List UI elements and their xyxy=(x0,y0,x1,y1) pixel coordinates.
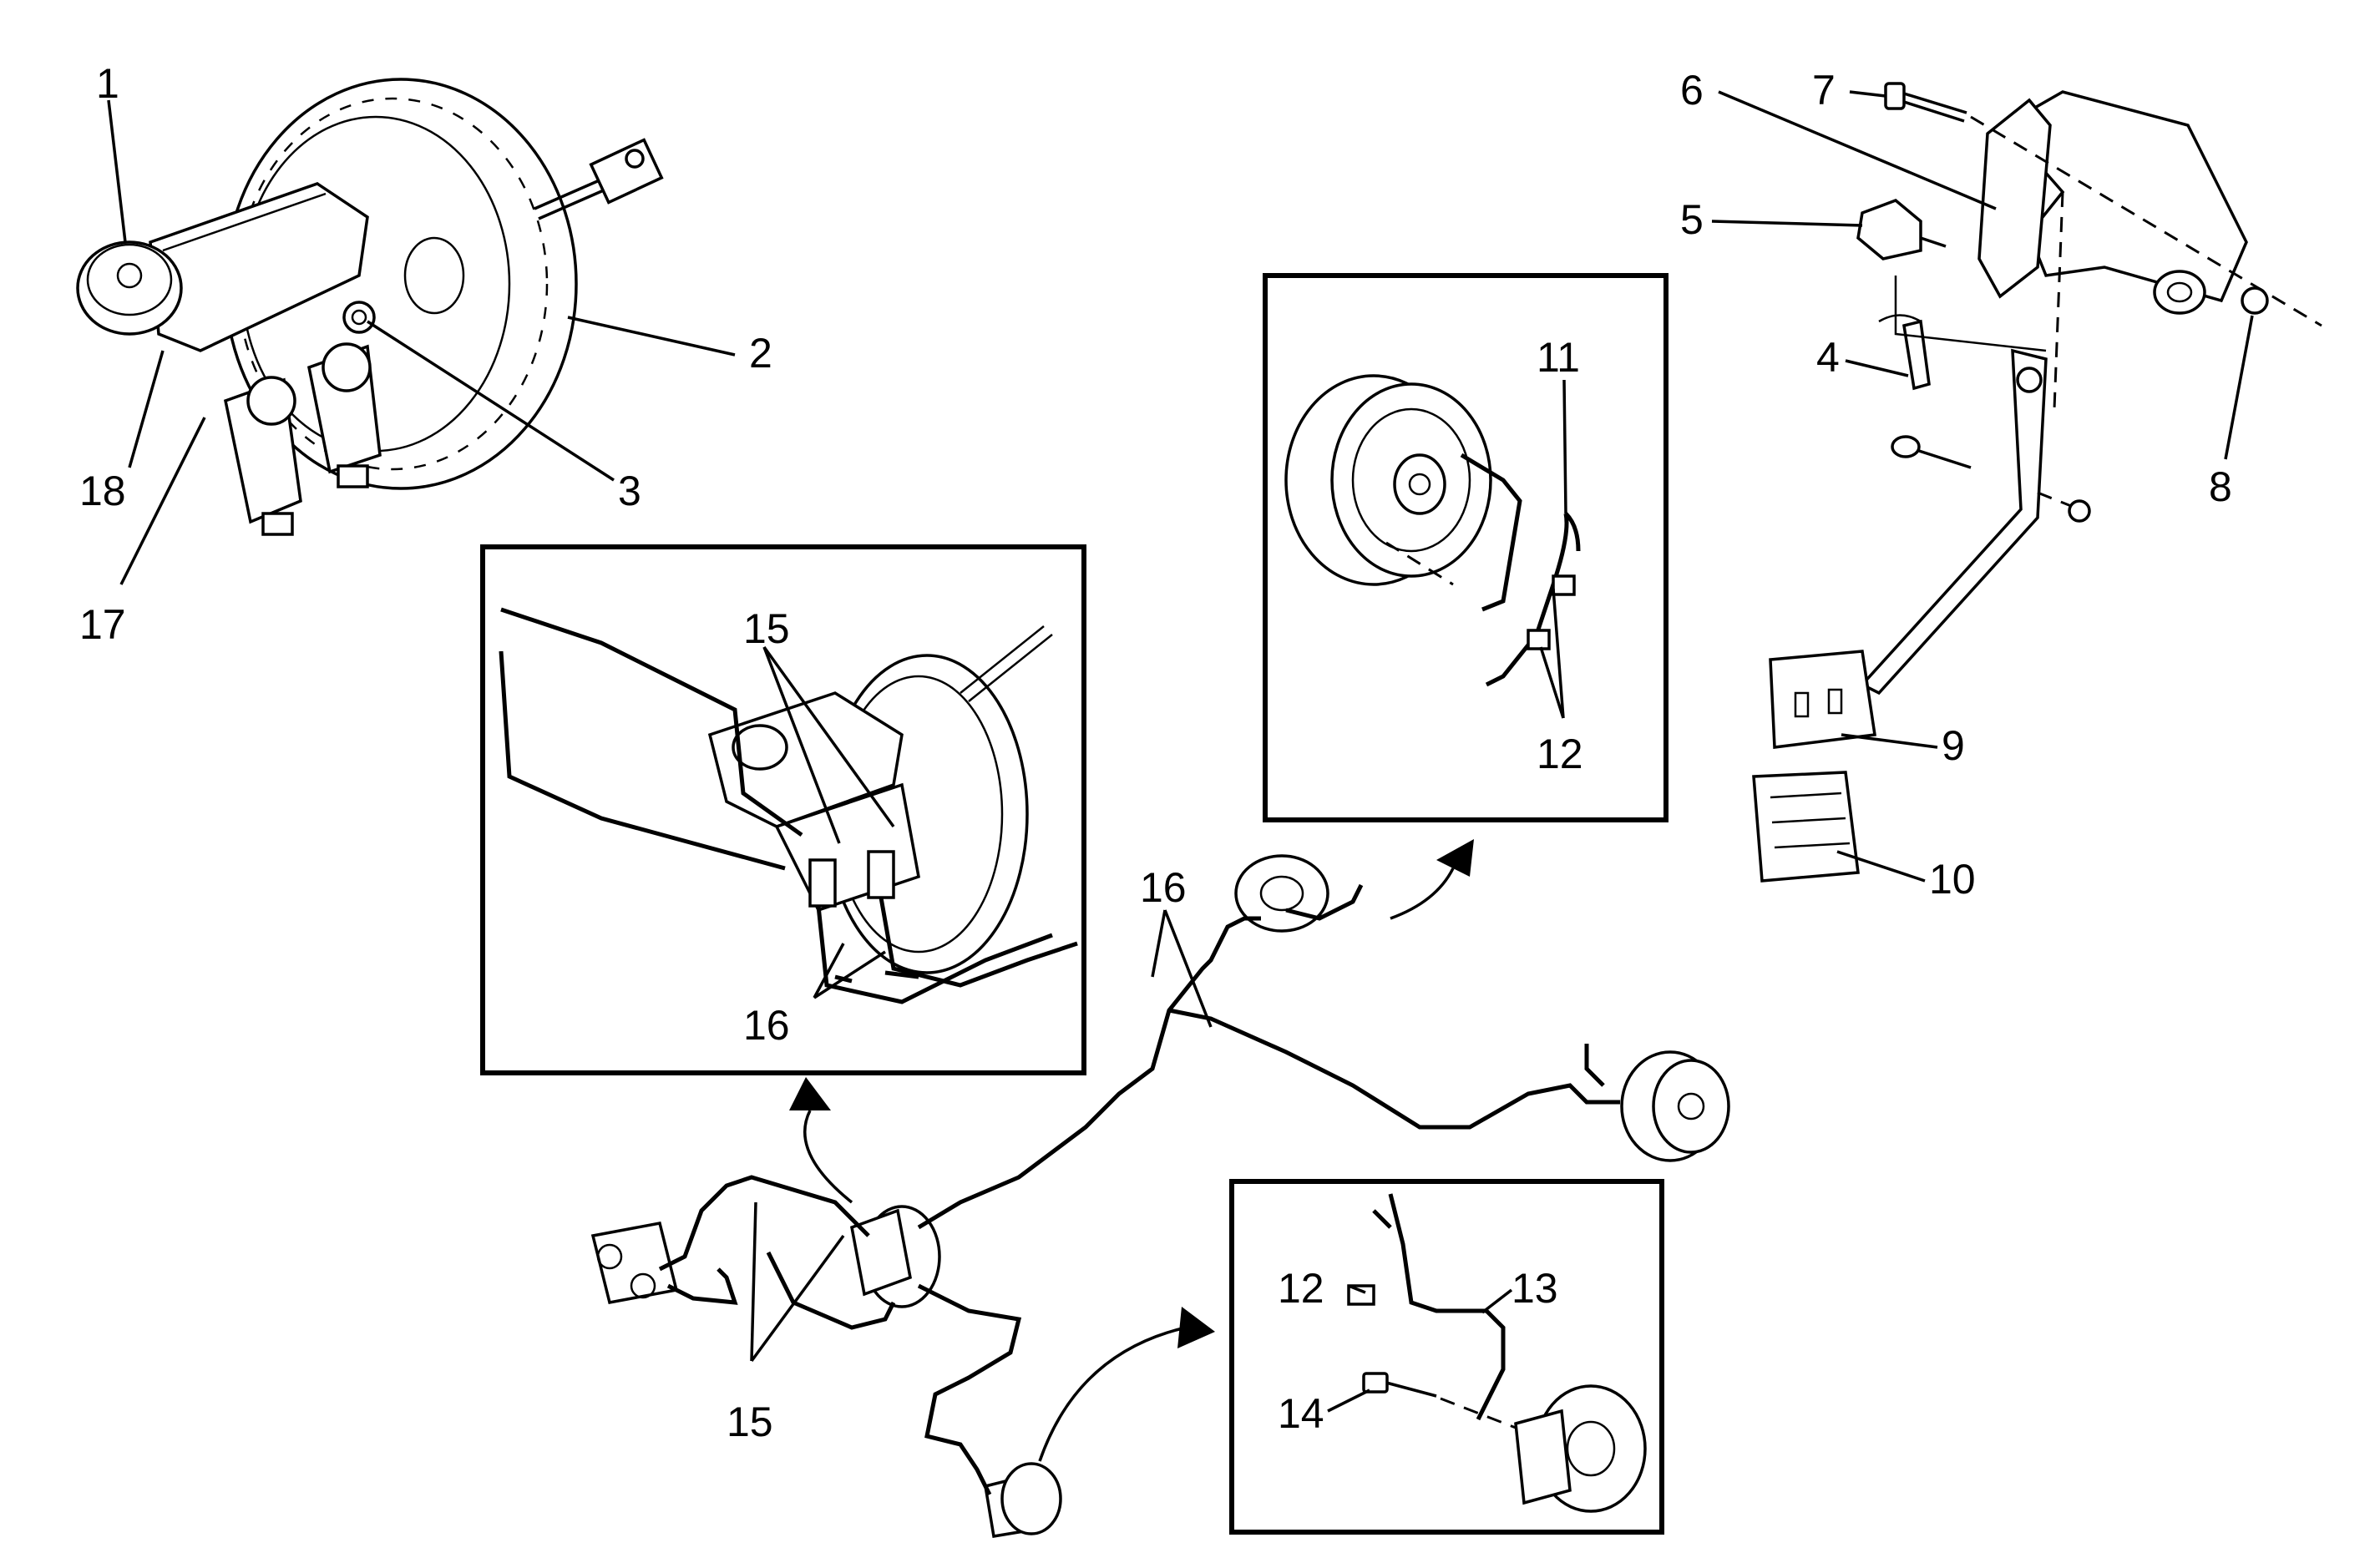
callout-4: 4 xyxy=(1816,334,1840,381)
brake-pedal-assembly xyxy=(1752,82,2322,883)
callout-10: 10 xyxy=(1929,856,1976,903)
callout-2: 2 xyxy=(749,330,772,377)
callout-7: 7 xyxy=(1812,67,1836,114)
callout-14: 14 xyxy=(1278,1390,1324,1437)
callout-1: 1 xyxy=(96,60,119,107)
brake-booster-assembly xyxy=(76,78,664,536)
callout-3: 3 xyxy=(618,468,641,514)
callout-12-bottom: 12 xyxy=(1278,1265,1324,1312)
callout-8: 8 xyxy=(2209,463,2232,510)
inset-front-caliper-hose xyxy=(1229,1179,1664,1535)
callout-9: 9 xyxy=(1942,722,1965,769)
inset-rear-drum-hose xyxy=(1263,273,1669,822)
callout-12-top: 12 xyxy=(1537,731,1583,777)
callout-arrows xyxy=(789,839,1474,1462)
callout-11: 11 xyxy=(1537,334,1580,381)
callout-15-main: 15 xyxy=(727,1399,773,1445)
callout-6: 6 xyxy=(1680,67,1704,114)
callout-18: 18 xyxy=(79,468,126,514)
brake-line-system xyxy=(590,854,1730,1539)
callout-5: 5 xyxy=(1680,196,1704,243)
callout-17: 17 xyxy=(79,601,126,648)
inset-master-cylinder-lines xyxy=(480,544,1086,1075)
callout-16-inset: 16 xyxy=(743,1002,790,1049)
callout-15-inset: 15 xyxy=(743,605,790,652)
callout-13: 13 xyxy=(1512,1265,1558,1312)
callout-16-main: 16 xyxy=(1140,864,1187,911)
